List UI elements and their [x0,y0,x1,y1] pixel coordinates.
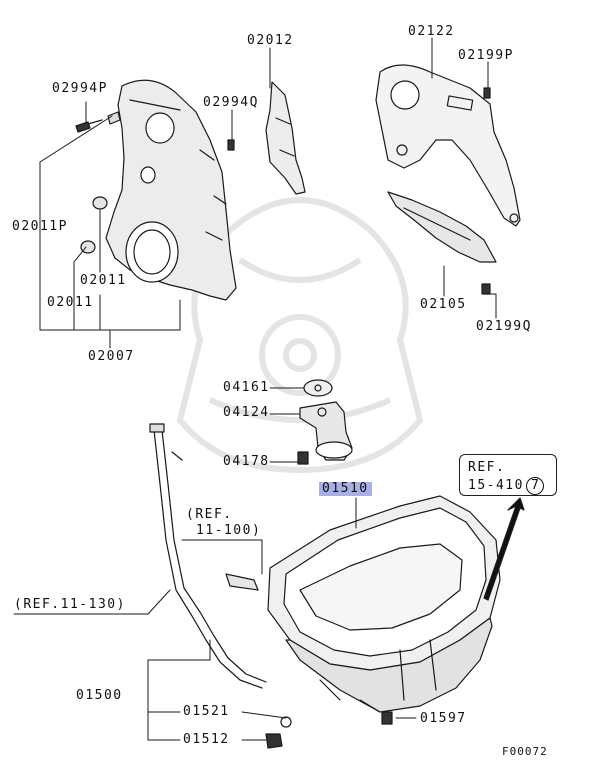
part-label-02105[interactable]: 02105 [420,297,467,312]
timing-cover-front [105,79,237,301]
part-label-04161[interactable]: 04161 [223,380,270,395]
ref-box-number: 15-410 [468,478,524,493]
ref-box-line1: REF. [468,460,506,475]
ref-arrow [483,497,525,601]
part-label-02994p[interactable]: 02994P [52,81,108,96]
level-sensor [225,573,259,591]
watermark-logo [176,197,424,474]
gasket-01521 [280,716,292,728]
part-label-02994q[interactable]: 02994Q [203,95,259,110]
part-label-01500[interactable]: 01500 [76,688,123,703]
bolt-02199q [481,283,491,295]
grommet-02011 [92,196,108,210]
part-label-02011p[interactable]: 02011P [12,219,68,234]
leader-lines [13,37,497,741]
bolt-02994p [75,119,103,133]
part-label-01510-highlighted[interactable]: 01510 [319,482,372,496]
part-label-02199q[interactable]: 02199Q [476,319,532,334]
oil-pan-01510 [267,495,501,713]
part-label-02011-lower[interactable]: 02011 [47,295,94,310]
bolt-04178 [297,451,309,465]
part-label-02199p[interactable]: 02199P [458,48,514,63]
bolt-02994q [227,139,235,151]
drain-plug-01512 [265,733,283,749]
part-label-04178[interactable]: 04178 [223,454,270,469]
ref-label-11-130[interactable]: (REF.11-130) [14,597,126,612]
ref-label-11-100-line2[interactable]: 11-100) [196,523,262,538]
part-label-04124[interactable]: 04124 [223,405,270,420]
part-label-01512[interactable]: 01512 [183,732,230,747]
part-label-02012[interactable]: 02012 [247,33,294,48]
rear-cover-plate-02122 [375,64,521,227]
grommet-02011-lower [80,240,96,254]
gasket-04161 [303,379,333,397]
oil-strainer-04124 [299,401,353,461]
bolt-02199p [483,87,491,99]
figure-code: F00072 [502,745,548,758]
clip [107,111,121,125]
bolt-01597 [381,711,393,725]
part-label-02122[interactable]: 02122 [408,24,455,39]
part-label-02007[interactable]: 02007 [88,349,135,364]
bracket-02012 [265,81,306,195]
part-label-02011-upper[interactable]: 02011 [80,273,127,288]
dipstick-tube [149,423,267,689]
part-label-01521[interactable]: 01521 [183,704,230,719]
cover-02105 [387,191,497,263]
ref-box-circled-number: 7 [525,477,544,495]
part-label-01597[interactable]: 01597 [420,711,467,726]
ref-label-11-100-line1[interactable]: (REF. [186,507,233,522]
